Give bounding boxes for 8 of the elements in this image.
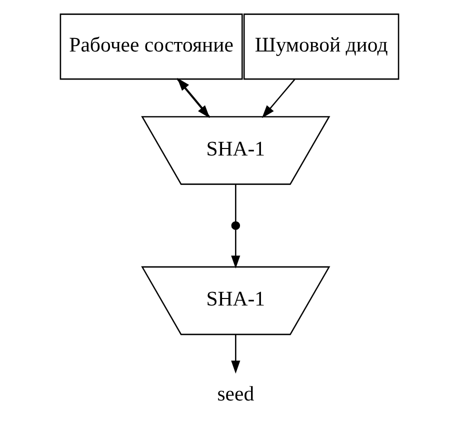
- node-switch: [231, 220, 240, 230]
- node-box: Шумовой диод: [243, 13, 400, 80]
- connector: [235, 184, 236, 222]
- arrow: [231, 334, 240, 374]
- arrow: [231, 230, 240, 268]
- node-box: Рабочее состояние: [60, 13, 243, 80]
- arrow: [262, 78, 296, 118]
- node-text: seed: [217, 382, 254, 405]
